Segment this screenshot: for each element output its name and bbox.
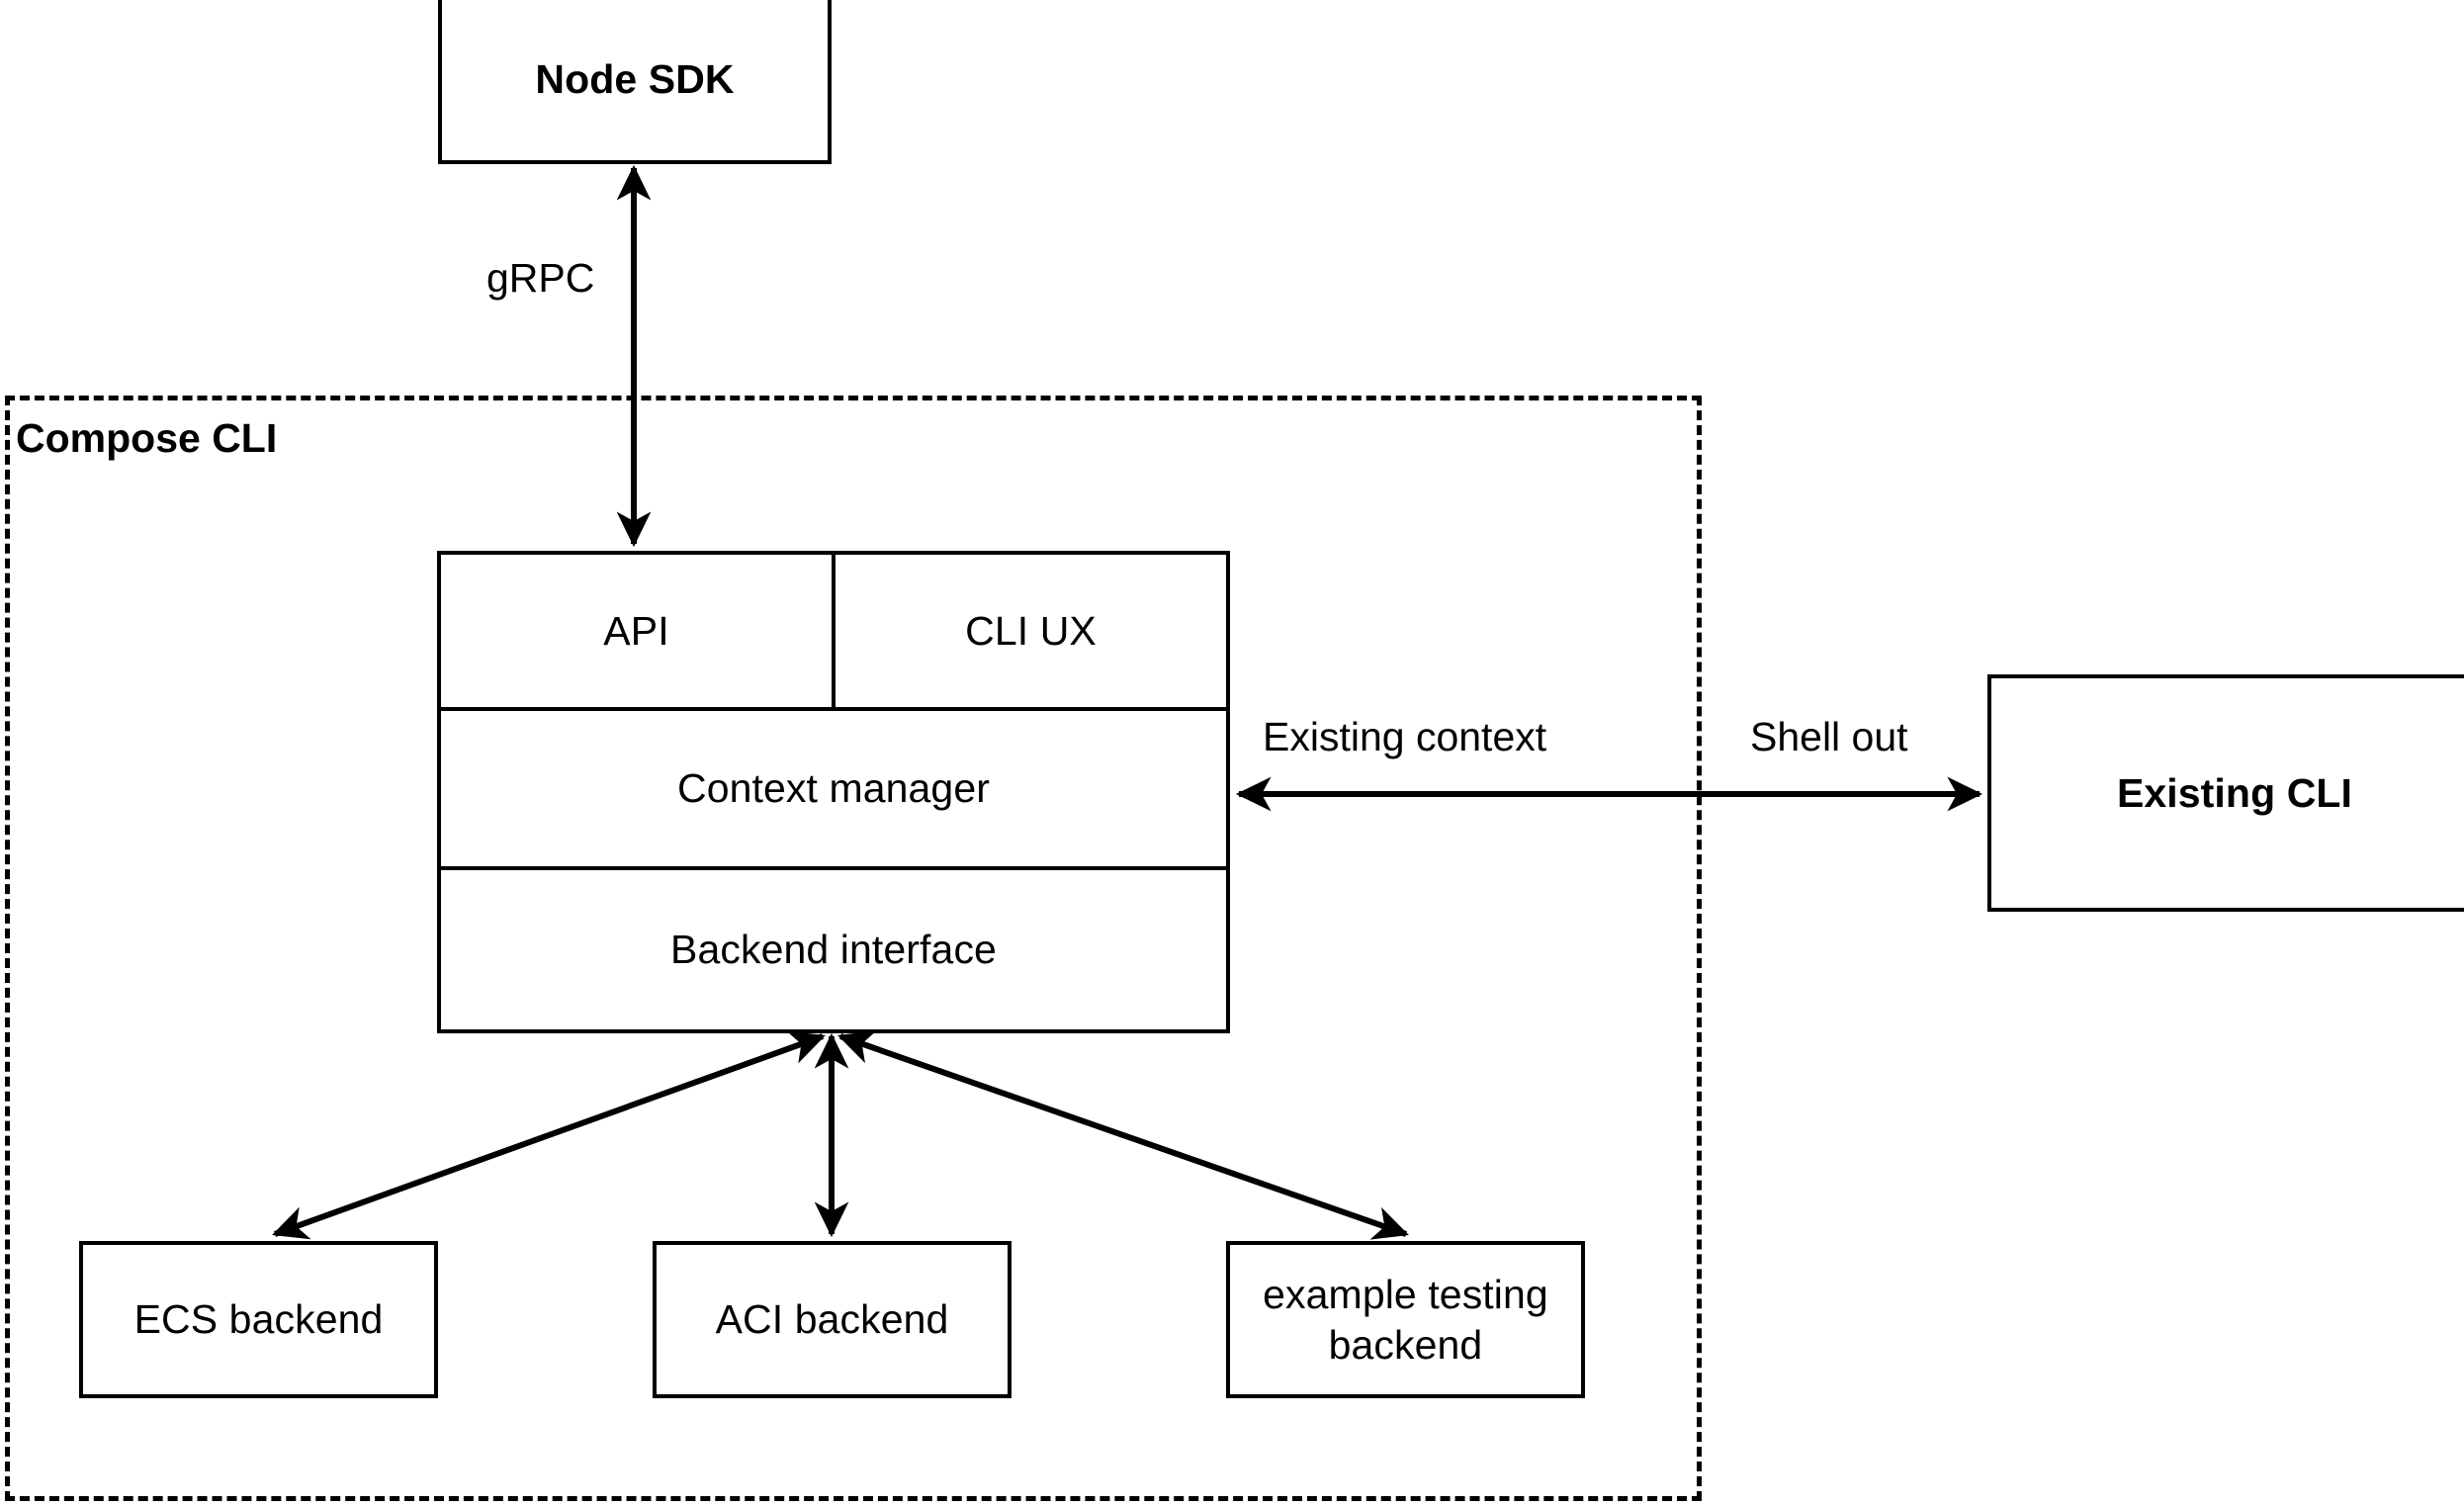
stack-row-backend-interface[interactable]: Backend interface bbox=[441, 870, 1226, 1029]
stack-cell-api-label: API bbox=[603, 607, 669, 654]
group-compose-cli bbox=[5, 396, 1702, 1501]
node-existing-cli[interactable]: Existing CLI bbox=[1987, 674, 2464, 912]
stack-cell-backend-interface: Backend interface bbox=[441, 870, 1226, 1029]
node-ecs-backend-label: ECS backend bbox=[133, 1296, 384, 1343]
node-node-sdk-label: Node SDK bbox=[535, 55, 735, 102]
edge-label-existing-context: Existing context bbox=[1263, 714, 1547, 759]
stack-cell-api[interactable]: API bbox=[441, 555, 836, 707]
stack-cell-cli-ux-label: CLI UX bbox=[965, 607, 1097, 654]
stack-row-context-manager[interactable]: Context manager bbox=[441, 711, 1226, 870]
stack-cell-backend-interface-label: Backend interface bbox=[670, 927, 997, 973]
node-existing-cli-label: Existing CLI bbox=[2116, 769, 2353, 816]
edge-label-shell-out: Shell out bbox=[1750, 714, 1908, 759]
stack-cell-context-manager: Context manager bbox=[441, 711, 1226, 866]
edge-label-grpc: gRPC bbox=[486, 255, 595, 301]
stack-row-api-cliux: API CLI UX bbox=[441, 555, 1226, 711]
node-ecs-backend[interactable]: ECS backend bbox=[79, 1241, 438, 1398]
node-aci-backend-label: ACI backend bbox=[715, 1296, 949, 1343]
node-example-testing-backend[interactable]: example testing backend bbox=[1226, 1241, 1585, 1398]
node-node-sdk[interactable]: Node SDK bbox=[438, 0, 832, 164]
stack-cell-cli-ux[interactable]: CLI UX bbox=[836, 555, 1226, 707]
stack-cell-context-manager-label: Context manager bbox=[676, 765, 990, 812]
node-aci-backend[interactable]: ACI backend bbox=[653, 1241, 1012, 1398]
group-compose-cli-label: Compose CLI bbox=[16, 415, 278, 461]
node-compose-cli-stack: API CLI UX Context manager Backend inter… bbox=[437, 551, 1230, 1033]
node-example-testing-backend-label: example testing backend bbox=[1263, 1272, 1548, 1368]
